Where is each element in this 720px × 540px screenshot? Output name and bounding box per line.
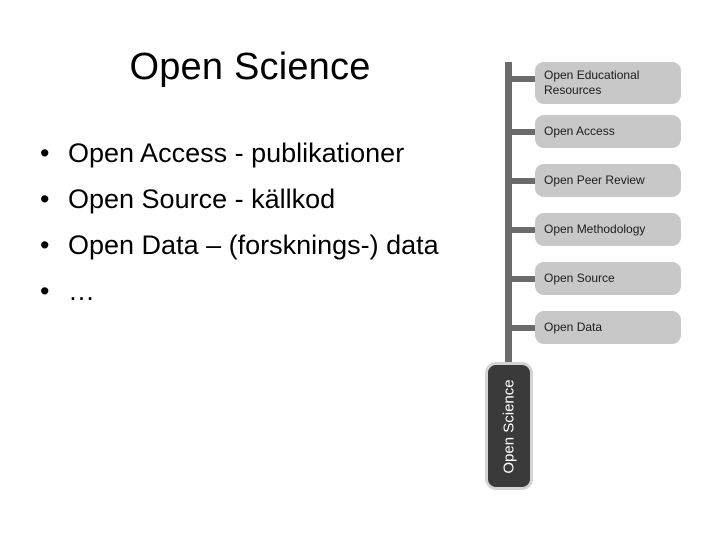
diagram-root-node-label: Open Science (500, 378, 518, 474)
list-item: • … (24, 268, 494, 314)
diagram-node-label: Open Data (544, 320, 603, 334)
list-item: • Open Source - källkod (24, 176, 494, 222)
diagram-branch-connector (510, 227, 536, 233)
diagram-branch-connector (510, 276, 536, 282)
list-item: • Open Data – (forsknings-) data (24, 222, 494, 268)
bullet-marker-icon: • (40, 184, 50, 214)
page-title: Open Science (129, 46, 371, 88)
open-science-diagram: Open Educational Resources Open Access O… (470, 48, 720, 508)
diagram-node-label: Open Source (544, 271, 615, 285)
diagram-node-open-peer-review[interactable]: Open Peer Review (535, 164, 681, 197)
diagram-node-label: Open Peer Review (544, 173, 645, 187)
diagram-node-open-methodology[interactable]: Open Methodology (535, 213, 681, 246)
list-item-label: Open Data – (forsknings-) data (68, 230, 439, 260)
diagram-node-open-educational-resources[interactable]: Open Educational Resources (535, 62, 681, 104)
list-item-label: Open Source - källkod (68, 184, 336, 214)
diagram-branch-connector (510, 76, 536, 82)
list-item: • Open Access - publikationer (24, 130, 494, 176)
bullet-marker-icon: • (40, 230, 50, 260)
list-item-label: … (68, 276, 95, 306)
diagram-node-label: Open Methodology (544, 222, 646, 236)
diagram-branch-connector (510, 129, 536, 135)
diagram-branch-connector (510, 325, 536, 331)
bullet-marker-icon: • (40, 276, 50, 306)
diagram-node-open-access[interactable]: Open Access (535, 115, 681, 148)
diagram-root-node-open-science[interactable]: Open Science (485, 362, 533, 490)
diagram-node-label: Open Educational Resources (544, 68, 640, 97)
diagram-node-open-source[interactable]: Open Source (535, 262, 681, 295)
diagram-node-label: Open Access (544, 124, 615, 138)
diagram-branch-connector (510, 178, 536, 184)
bullet-list: • Open Access - publikationer • Open Sou… (24, 130, 494, 314)
diagram-node-open-data[interactable]: Open Data (535, 311, 681, 344)
list-item-label: Open Access - publikationer (68, 138, 405, 168)
diagram-trunk-connector (505, 62, 512, 362)
bullet-marker-icon: • (40, 138, 50, 168)
